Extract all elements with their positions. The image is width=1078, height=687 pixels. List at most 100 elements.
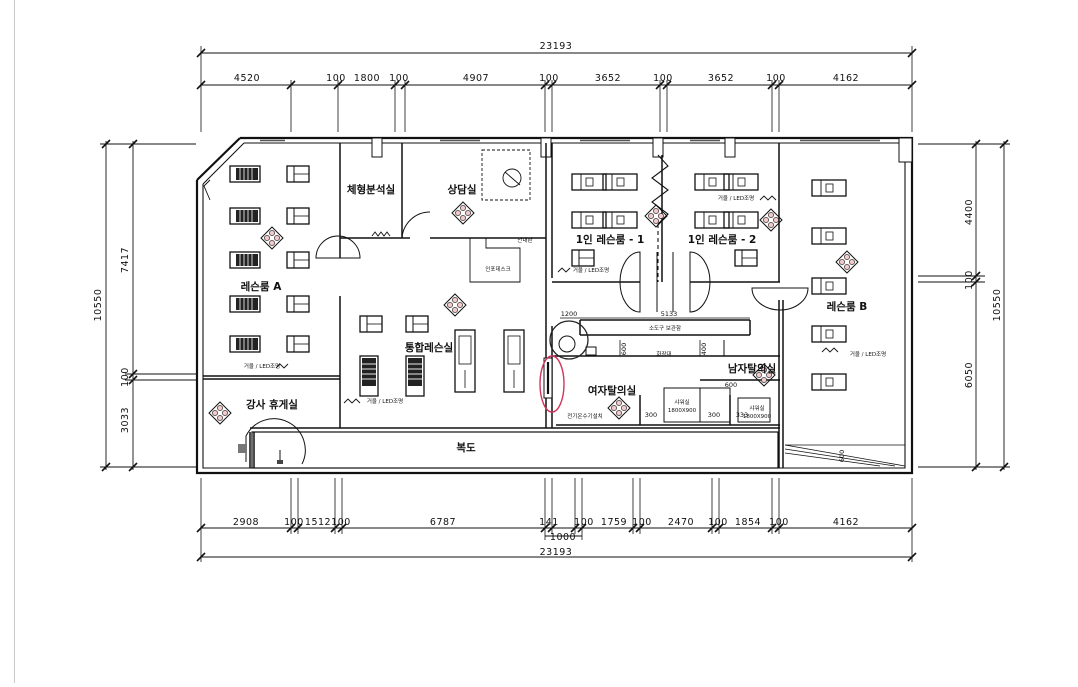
right-dim-3: 6050 [964, 362, 975, 388]
light-int-icon [443, 293, 467, 317]
consult-furniture [481, 149, 531, 201]
room-body-analysis: 체형분석실 [347, 183, 395, 196]
dim-top-7: 3652 [595, 73, 621, 84]
folding-door [651, 154, 669, 282]
inner-dim-lines [560, 317, 750, 356]
bottom-dimension-lines [196, 478, 917, 562]
note-desk: 인포데스크 [485, 265, 510, 273]
reformer-b3-icon [811, 277, 847, 295]
doors [245, 211, 809, 465]
bottom-total-dim: 23193 [540, 547, 573, 558]
dim-top-2: 100 [326, 73, 346, 84]
note-led-b: 거울 / LED조명 [850, 350, 886, 358]
dim-bot-6: 141 [539, 517, 559, 528]
dim-inner-400: 400 [700, 343, 708, 355]
dim-top-1: 4520 [234, 73, 260, 84]
dim-bot-5: 6787 [430, 517, 456, 528]
note-storage: 소도구 보관함 [649, 324, 681, 332]
reformer-1a-icon [571, 173, 607, 191]
corridor-hatch [784, 444, 906, 467]
right-total-dim: 10550 [992, 289, 1003, 322]
lesson-2-equipment [694, 173, 759, 267]
info-desk [469, 238, 521, 283]
left-total-dim: 10550 [93, 289, 104, 322]
reformer-1d-icon [602, 211, 638, 229]
ceiling-lights [208, 201, 859, 425]
lesson-a-equipment [229, 165, 310, 353]
lesson-b-equipment [811, 179, 847, 391]
dim-top-10: 100 [766, 73, 786, 84]
chair-1-icon [286, 165, 310, 183]
dim-bot-8: 1759 [601, 517, 627, 528]
chair-i1-icon [359, 315, 383, 333]
right-dim-2: 100 [964, 270, 975, 290]
note-women-shower: 전기온수기설치 [567, 412, 602, 420]
reformer-1c-icon [571, 211, 607, 229]
reformer-1b-icon [602, 173, 638, 191]
dim-bot-7: 100 [574, 517, 594, 528]
left-dim-1: 7417 [120, 247, 131, 273]
dim-bot-3: 1512 [305, 517, 331, 528]
room-integrated: 통합레슨실 [405, 341, 453, 354]
dim-bot-14: 4162 [833, 517, 859, 528]
dim-inner-300a: 300 [645, 411, 657, 419]
dim-top-9: 3652 [708, 73, 734, 84]
light-a-icon [260, 226, 284, 250]
top-segment-dims: 4520 100 1800 100 4907 100 3652 100 3652… [234, 73, 859, 84]
markup-annotations [539, 320, 589, 413]
barrel-4-icon [229, 295, 261, 313]
left-dim-2: 100 [120, 367, 131, 387]
interior-walls [203, 143, 784, 468]
barrel-3-icon [229, 251, 261, 269]
ladder-1-icon [359, 355, 379, 397]
reformer-b4-icon [811, 325, 847, 343]
left-dimension-lines [100, 139, 196, 472]
dim-bot-1: 2908 [233, 517, 259, 528]
dim-top-4: 100 [389, 73, 409, 84]
tower-2-icon [503, 329, 525, 393]
dim-inner-600a: 600 [620, 343, 628, 355]
dim-top-8: 100 [653, 73, 673, 84]
note-shower-2: 샤워실 [749, 404, 764, 412]
dim-bot-13: 100 [769, 517, 789, 528]
light-lounge-icon [208, 401, 232, 425]
top-total-dim: 23193 [540, 41, 573, 52]
dim-inner-1200: 1200 [561, 310, 578, 318]
chair-2-icon [286, 207, 310, 225]
chair-l2-icon [734, 249, 758, 267]
ladder-2-icon [405, 355, 425, 397]
room-lesson-b: 레슨룸 B [827, 300, 868, 313]
barrel-5-icon [229, 335, 261, 353]
dim-inner-5133: 5133 [661, 310, 678, 318]
top-dimension-lines [196, 46, 917, 132]
dim-top-3: 1800 [354, 73, 380, 84]
light-b-icon [835, 250, 859, 274]
chair-4-icon [286, 295, 310, 313]
chair-5-icon [286, 335, 310, 353]
reformer-b2-icon [811, 227, 847, 245]
chair-3-icon [286, 251, 310, 269]
left-dim-3: 3033 [120, 407, 131, 433]
dim-inner-300b: 300 [708, 411, 720, 419]
page-left-border [14, 0, 15, 683]
dim-top-5: 4907 [463, 73, 489, 84]
note-desk-small: 안내판 [517, 236, 532, 244]
note-shower-1-dim: 1800X900 [668, 408, 697, 414]
dim-bot-9: 100 [632, 517, 652, 528]
outer-walls [195, 136, 914, 475]
note-led-1: 거울 / LED조명 [573, 266, 609, 274]
dim-bot-10: 2470 [668, 517, 694, 528]
light-consult-icon [451, 201, 475, 225]
note-led-2: 거울 / LED조명 [718, 194, 754, 202]
tower-1-icon [454, 329, 476, 393]
barrel-2-icon [229, 207, 261, 225]
note-shower-1: 샤워실 [674, 398, 689, 406]
dim-bot-11: 100 [708, 517, 728, 528]
right-dim-1: 4400 [964, 199, 975, 225]
room-instructor-lounge: 강사 휴게실 [246, 398, 298, 411]
note-shower-2-dim: 1800X900 [743, 414, 772, 420]
dim-top-11: 4162 [833, 73, 859, 84]
room-lesson-a: 레슨룸 A [241, 280, 283, 293]
integrated-room-equipment [359, 315, 525, 397]
